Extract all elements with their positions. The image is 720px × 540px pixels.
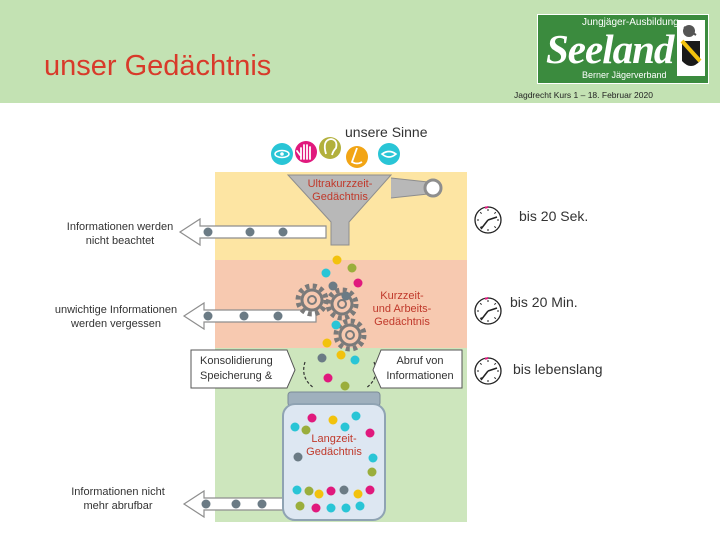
label-not-retrievable: Informationen nicht mehr abrufbar [71,486,165,512]
ear-icon [319,137,341,159]
mouth-icon [378,143,400,165]
arrow-left-icon [182,301,317,331]
label-not-noticed: Informationen werden nicht beachtet [66,221,174,247]
logo: Jungjäger-Ausbildung Seeland Berner Jäge… [537,14,709,84]
clock-icon [474,206,502,234]
stage-kurzzeit: Kurzzeit- und Arbeits- Gedächtnis [372,290,432,328]
label-consolidation: Konsolidierung Speicherung & [200,355,273,382]
duration-kurzzeit: bis 20 Min. [510,294,578,310]
consolidation-box [190,349,296,389]
logo-sub-text: Berner Jägerverband [582,70,667,80]
course-line: Jagdrecht Kurs 1 – 18. Februar 2020 [514,90,653,100]
gear-icon [298,286,326,314]
discarded-balls [201,227,288,509]
logo-main-text: Seeland [546,26,674,72]
duration-ultrakurzzeit: bis 20 Sek. [519,208,589,224]
falling-balls [317,255,363,391]
stored-balls [290,411,378,513]
label-forgotten: unwichtige Informationen werden vergesse… [54,304,178,330]
stage-langzeit: Langzeit- Gedächtnis [306,433,362,458]
duration-langzeit: bis lebenslang [513,361,603,377]
funnel-icon [286,174,443,246]
clock-icon [474,357,502,385]
label-retrieval: Abruf von Informationen [386,355,454,382]
senses-label: unsere Sinne [345,124,428,140]
stage-ultrakurzzeit: Ultrakurzzeit- Gedächtnis [307,178,373,203]
retrieval-box [372,349,463,389]
hand-icon [295,141,317,163]
eye-icon [271,143,293,165]
clock-icon [474,297,502,325]
logo-top-text: Jungjäger-Ausbildung [582,17,679,28]
slide-title: unser Gedächtnis [44,50,272,82]
nose-icon [346,146,368,168]
crest-icon [677,20,705,76]
